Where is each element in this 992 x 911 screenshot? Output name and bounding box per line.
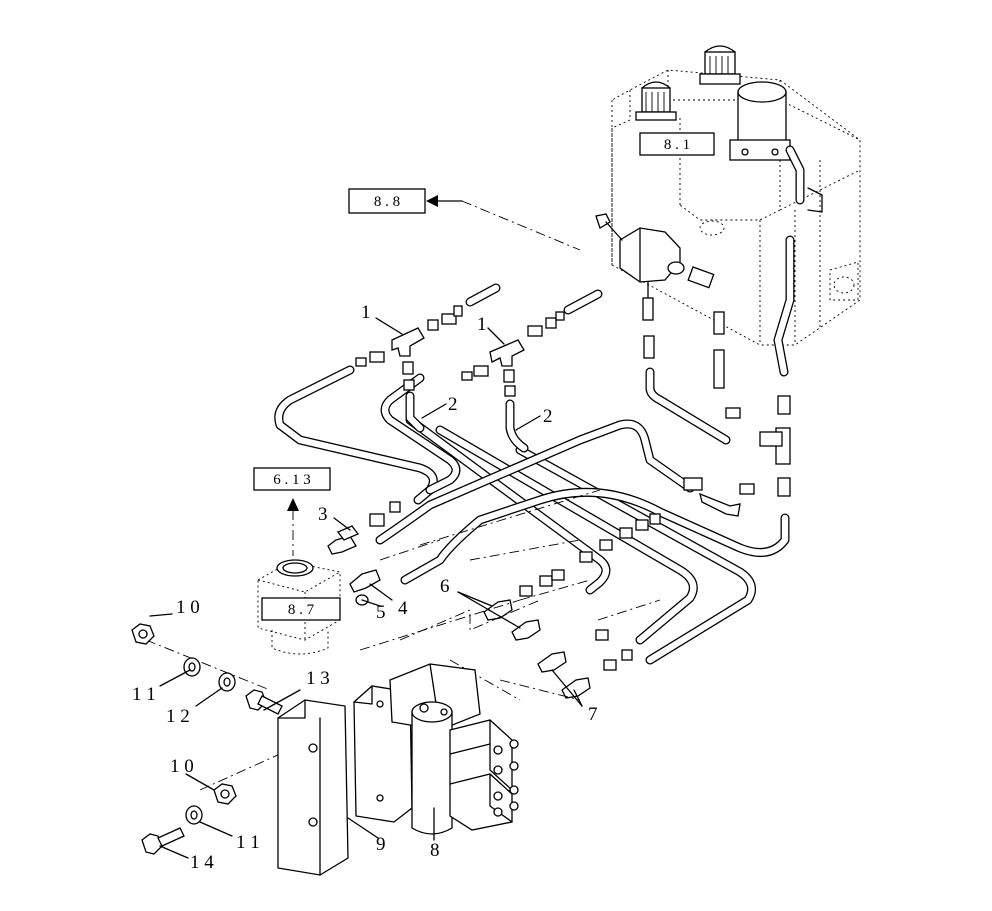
callout-14: 1 4 <box>190 852 214 873</box>
leader-lines <box>149 317 583 859</box>
pump-assembly <box>277 663 519 876</box>
reference-label-8-1: 8 . 1 <box>664 137 690 153</box>
distribution-block <box>595 213 685 321</box>
reference-label-8-7: 8 . 7 <box>288 602 315 618</box>
mounting-hardware <box>131 623 283 855</box>
callout-10a: 1 0 <box>176 597 200 618</box>
reference-box-8-1: 8 . 1 <box>639 132 715 156</box>
hydraulic-tank <box>611 45 861 346</box>
reference-box-8-7: 8 . 7 <box>261 597 341 621</box>
callout-11a: 1 1 <box>132 684 156 705</box>
callout-1b: 1 <box>477 314 487 335</box>
breather-cap-left <box>635 81 677 121</box>
assembly-guide-lines <box>145 489 661 791</box>
callout-1a: 1 <box>361 302 371 323</box>
pump-bolts <box>493 739 519 817</box>
callout-10b: 1 0 <box>170 756 194 777</box>
fittings <box>327 305 755 699</box>
callout-6: 6 <box>440 576 450 597</box>
callout-labels: 1 1 2 2 3 4 5 6 7 8 9 1 0 1 0 1 1 1 1 1 … <box>132 302 598 873</box>
callout-7: 7 <box>588 704 598 725</box>
block-outlet-tubes <box>643 235 795 497</box>
reference-box-8-8: 8 . 8 <box>348 188 581 251</box>
callout-12: 1 2 <box>166 706 190 727</box>
breather-cap-right <box>699 45 741 85</box>
callout-3: 3 <box>318 504 328 525</box>
callout-5: 5 <box>376 602 386 623</box>
callout-11b: 1 1 <box>236 832 260 853</box>
callout-9: 9 <box>376 834 386 855</box>
reference-label-8-8: 8 . 8 <box>374 194 400 210</box>
callout-2a: 2 <box>448 394 458 415</box>
reference-box-6-13: 6 . 1 3 <box>253 467 331 556</box>
reference-label-6-13: 6 . 1 3 <box>273 472 311 488</box>
callout-13: 1 3 <box>306 668 330 689</box>
callout-4: 4 <box>398 598 408 619</box>
filter-canister <box>729 81 791 161</box>
callout-8: 8 <box>430 840 440 861</box>
hydraulic-tubes <box>274 283 790 665</box>
callout-2b: 2 <box>543 406 553 427</box>
